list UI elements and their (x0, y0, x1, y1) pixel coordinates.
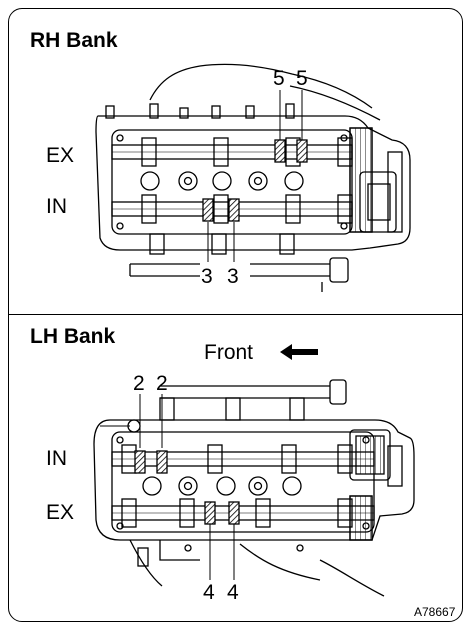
lh-ex-label: EX (46, 501, 75, 524)
lh-in-timing-mark-2 (156, 450, 168, 474)
rh-bank-drawing (95, 63, 411, 292)
lh-ex-timing-mark-1 (204, 501, 216, 525)
rh-top-studs (105, 103, 295, 119)
lh-cam-gear (349, 429, 403, 541)
left-arrow-icon (280, 344, 318, 360)
section-divider (9, 314, 462, 315)
lh-in-mark-label-1: 2 (133, 372, 145, 395)
figure-frame (8, 8, 463, 622)
rh-in-timing-mark-2 (228, 198, 240, 222)
rh-in-timing-mark-1 (202, 198, 214, 222)
lh-in-mark-label-2: 2 (156, 372, 168, 395)
rh-ex-camshaft (111, 137, 353, 167)
lh-ex-mark-label-1: 4 (203, 581, 215, 604)
lh-ex-timing-mark-2 (228, 501, 240, 525)
rh-plug-wells (116, 134, 348, 230)
rh-ex-timing-mark-1 (274, 139, 286, 163)
lh-in-label: IN (46, 447, 67, 470)
lh-bank-drawing (93, 344, 415, 597)
lh-in-camshaft (111, 444, 375, 474)
front-label: Front (204, 341, 254, 364)
rh-cam-gear (349, 127, 403, 233)
rh-in-label: IN (46, 195, 67, 218)
rh-in-mark-label-1: 3 (201, 265, 213, 288)
lh-plug-wells (116, 436, 370, 530)
lh-ex-mark-label-2: 4 (227, 581, 239, 604)
rh-lower-pipe (129, 233, 349, 292)
lh-ex-camshaft (111, 498, 375, 528)
figure-id: A78667 (414, 605, 456, 619)
rh-ex-timing-mark-2 (296, 139, 308, 163)
rh-ex-mark-label-2: 5 (296, 67, 308, 90)
lh-in-timing-mark-1 (134, 450, 146, 474)
rh-ex-label: EX (46, 144, 75, 167)
rh-ex-mark-label-1: 5 (273, 67, 285, 90)
rh-in-mark-label-2: 3 (227, 265, 239, 288)
rh-bank-title: RH Bank (30, 29, 118, 52)
lh-bank-title: LH Bank (30, 325, 116, 348)
